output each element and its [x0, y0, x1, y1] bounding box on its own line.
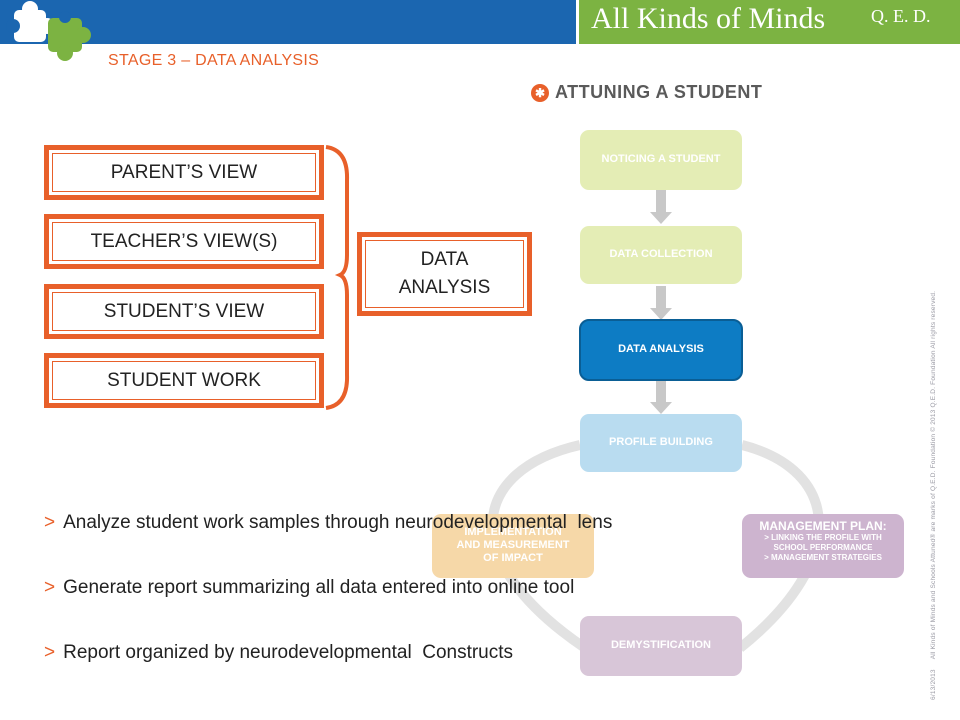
parent-view-box: PARENT’S VIEW	[44, 145, 324, 200]
parent-view-label: PARENT’S VIEW	[110, 161, 258, 183]
diagram-header: ✱ ATTUNING A STUDENT	[531, 82, 762, 103]
step-management	[742, 514, 904, 578]
diagram-title: ATTUNING A STUDENT	[555, 82, 763, 102]
chevron-right-icon: >	[44, 642, 56, 663]
qed-logo: Q. E. D.	[871, 6, 931, 26]
step-collection	[580, 226, 742, 284]
bullet-item: >Analyze student work samples through ne…	[44, 512, 613, 533]
step-demystification	[580, 616, 742, 676]
step-noticing	[580, 130, 742, 190]
step-analysis	[579, 319, 743, 381]
student-view-label: STUDENT’S VIEW	[103, 300, 265, 322]
bullet-item: >Generate report summarizing all data en…	[44, 577, 575, 598]
chevron-right-icon: >	[44, 577, 56, 598]
step-profile-label: PROFILE BUILDING	[609, 436, 713, 448]
asterisk-icon: ✱	[531, 83, 549, 102]
step-implementation	[432, 514, 594, 578]
step-demystification-label: DEMYSTIFICATION	[610, 639, 711, 651]
copyright-text: 6/13/2013 All Kinds of Minds and Schools…	[930, 290, 937, 700]
teacher-view-box: TEACHER’S VIEW(S)	[44, 214, 324, 269]
student-work-box: STUDENT WORK	[44, 353, 324, 408]
step-management-label: MANAGEMENT PLAN: > LINKING THE PROFILE W…	[759, 519, 887, 563]
step-analysis-label: DATA ANALYSIS	[618, 343, 704, 355]
data-analysis-label: DATA ANALYSIS	[398, 249, 491, 298]
teacher-view-label: TEACHER’S VIEW(S)	[90, 230, 278, 252]
puzzle-logo-icon	[6, 1, 91, 61]
step-collection-label: DATA COLLECTION	[609, 248, 713, 260]
brand-title: All Kinds of Minds	[591, 2, 826, 35]
stage-title: STAGE 3 – DATA ANALYSIS	[108, 52, 320, 69]
bullet-item: >Report organized by neurodevelopmental …	[44, 642, 514, 663]
step-implementation-label: IMPLEMENTATION AND MEASUREMENT OF IMPACT	[456, 526, 570, 564]
step-profile	[580, 414, 742, 472]
student-work-label: STUDENT WORK	[107, 369, 261, 391]
chevron-right-icon: >	[44, 512, 56, 533]
bracket	[325, 145, 350, 410]
step-noticing-label: NOTICING A STUDENT	[601, 153, 721, 165]
brand-bar: All Kinds of Minds Q. E. D.	[576, 0, 960, 44]
student-view-box: STUDENT’S VIEW	[44, 284, 324, 339]
data-analysis-box: DATA ANALYSIS	[357, 232, 532, 316]
